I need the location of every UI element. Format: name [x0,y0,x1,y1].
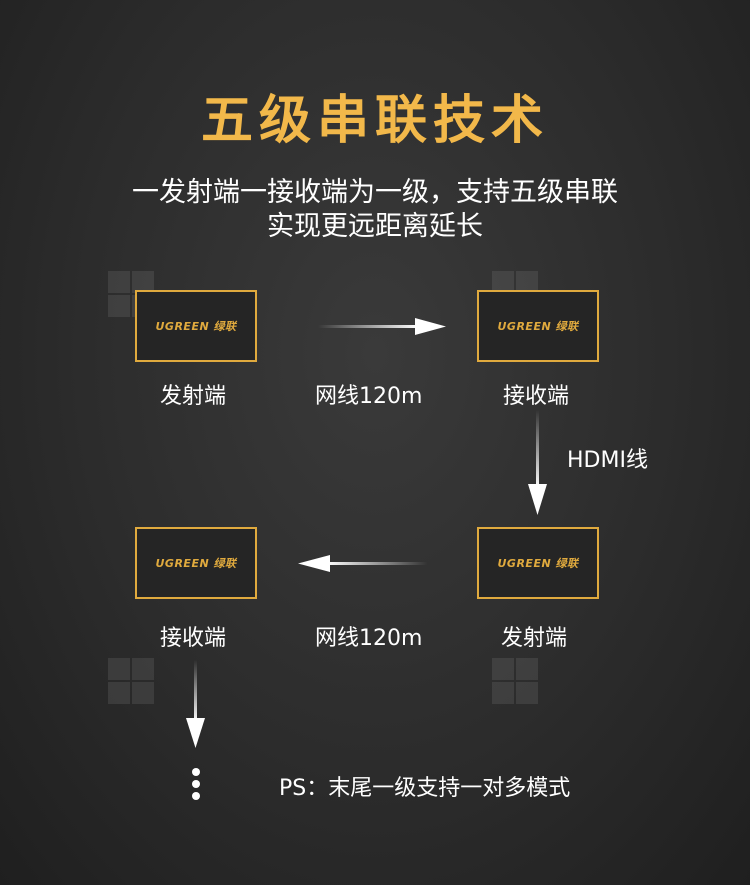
receiver-device-2: UGREEN 绿联 [135,527,257,599]
continuation-dots [190,768,202,804]
device-logo: UGREEN 绿联 [155,320,237,333]
label-receiver-2: 接收端 [160,626,227,651]
watermark-tile [492,658,538,704]
page-title: 五级串联技术 [200,91,549,151]
subtitle-line-2: 实现更远距离延长 [267,211,483,242]
device-logo: UGREEN 绿联 [497,320,579,333]
ps-note: PS：末尾一级支持一对多模式 [279,776,571,801]
receiver-device-1: UGREEN 绿联 [477,290,599,362]
subtitle-line-1: 一发射端一接收端为一级，支持五级串联 [132,177,618,208]
label-transmitter-2: 发射端 [501,626,568,651]
label-hdmi-cable: HDMI线 [567,448,648,473]
arrow-right [318,318,446,335]
arrow-left [298,555,427,572]
device-logo: UGREEN 绿联 [155,557,237,570]
arrow-down-hdmi [528,410,547,515]
watermark-tile [108,658,154,704]
label-transmitter-1: 发射端 [160,384,227,409]
arrow-down-end [186,660,205,748]
transmitter-device-1: UGREEN 绿联 [135,290,257,362]
transmitter-device-2: UGREEN 绿联 [477,527,599,599]
device-logo: UGREEN 绿联 [497,557,579,570]
label-cable-120m-2: 网线120m [315,626,423,651]
label-receiver-1: 接收端 [503,384,570,409]
label-cable-120m-1: 网线120m [315,384,423,409]
